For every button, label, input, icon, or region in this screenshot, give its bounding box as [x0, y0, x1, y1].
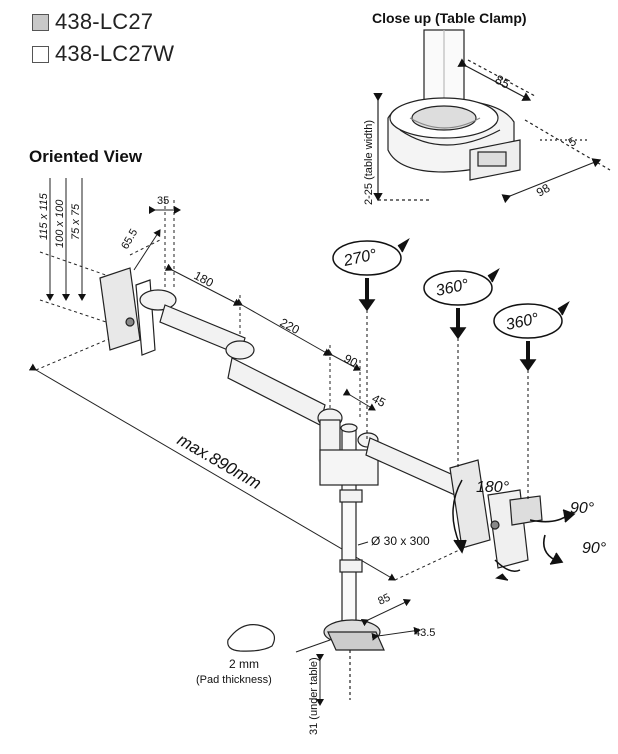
rotation-360a-label: 360° — [434, 276, 470, 300]
legend-label-lc27: 438-LC27 — [55, 9, 154, 34]
monitor-arm — [99, 267, 543, 700]
legend-label-lc27w: 438-LC27W — [55, 41, 175, 66]
vesa-dimensions — [39, 178, 121, 326]
pad-thickness-desc: (Pad thickness) — [196, 674, 272, 686]
closeup-heading: Close up (Table Clamp) — [372, 10, 527, 26]
legend-item-lc27w: 438-LC27W — [32, 41, 174, 67]
arm-dimensions — [28, 200, 471, 581]
dim-45: 45 — [370, 391, 389, 410]
dim-90: 90 — [342, 351, 361, 370]
rotation-90b-label: 90° — [582, 540, 607, 557]
clamp-dim-5: 5 — [566, 134, 579, 150]
clamp-closeup — [373, 29, 611, 204]
rotation-90 — [529, 509, 576, 565]
rotation-360b-label: 360° — [504, 310, 540, 334]
rotation-360b — [493, 301, 570, 500]
rotation-270 — [332, 238, 410, 440]
clamp-dim-table-width: 2-25 (table width) — [363, 120, 375, 205]
base-dim-43-5: 43.5 — [414, 627, 435, 639]
rotation-90a-label: 90° — [570, 500, 595, 517]
clamp-dim-98: 98 — [534, 181, 553, 200]
base-dimensions — [316, 598, 421, 706]
pole-dim: Ø 30 x 300 — [371, 534, 430, 548]
vesa-75: 75 x 75 — [70, 203, 82, 240]
rotation-180 — [452, 479, 521, 581]
base-dim-85: 85 — [376, 592, 392, 608]
oriented-view-heading: Oriented View — [29, 147, 143, 166]
vesa-115: 115 x 115 — [38, 192, 50, 240]
dim-180: 180 — [192, 268, 217, 290]
legend-swatch-grey — [32, 13, 49, 31]
dim-max: max.890mm — [174, 430, 265, 493]
dim-220: 220 — [278, 315, 303, 337]
rotation-180-label: 180° — [476, 479, 510, 496]
pad-thickness: 2 mm — [229, 657, 259, 671]
under-table-dim: 31 (under table) — [308, 657, 320, 735]
pad-shape — [227, 624, 275, 652]
legend-swatch-white — [32, 45, 49, 63]
clamp-dim-85: 85 — [493, 72, 513, 92]
rotation-270-label: 270° — [341, 246, 378, 270]
dim-65-5: 65.5 — [119, 227, 140, 252]
rotation-360a — [423, 268, 500, 470]
dim-35: 35 — [157, 195, 169, 207]
pole-dim-leader — [357, 541, 369, 546]
pad-leader — [295, 639, 331, 653]
vesa-100: 100 x 100 — [54, 199, 66, 248]
legend-item-lc27: 438-LC27 — [32, 9, 153, 35]
